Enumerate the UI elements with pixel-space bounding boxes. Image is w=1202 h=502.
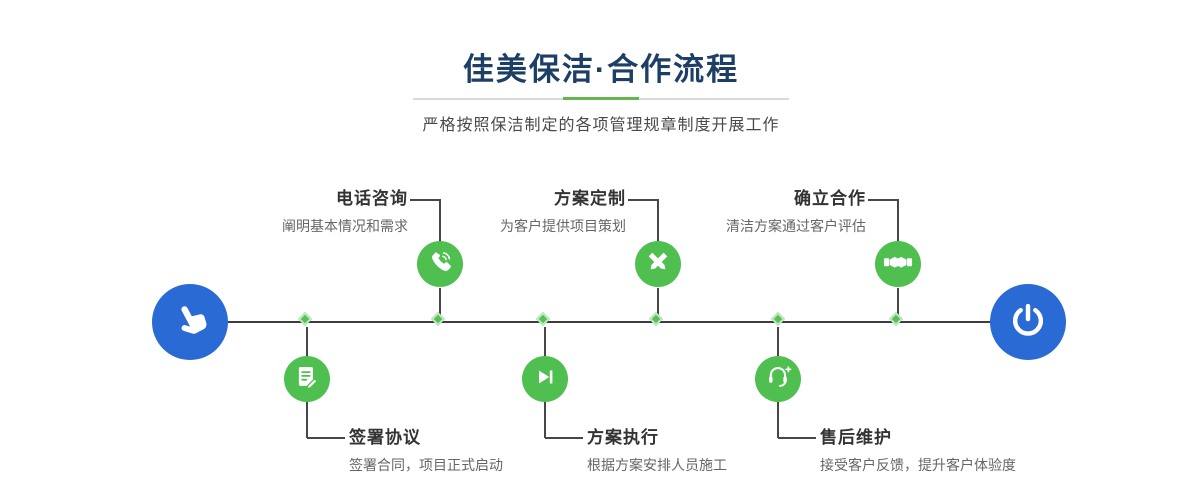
title-divider-accent — [563, 97, 639, 100]
timeline-node-diamond — [535, 311, 551, 327]
connector-line — [897, 199, 899, 242]
step-desc: 接受客户反馈，提升客户体验度 — [820, 457, 1016, 473]
step-label-sign-agreement: 签署协议 签署合同，项目正式启动 — [349, 428, 649, 474]
step-circle-sign-agreement — [284, 356, 330, 402]
connector-line — [306, 327, 308, 356]
timeline-end-circle — [990, 284, 1066, 360]
page-title: 佳美保洁·合作流程 — [462, 52, 740, 87]
connector-line — [778, 437, 816, 439]
timeline-line — [200, 321, 1020, 323]
step-circle-phone-consult — [417, 241, 463, 287]
connector-line — [544, 327, 546, 356]
step-label-plan-custom: 方案定制 为客户提供项目策划 — [366, 189, 626, 235]
connector-line — [307, 437, 345, 439]
step-circle-after-sales — [755, 356, 801, 402]
contract-sign-icon — [294, 364, 320, 395]
connector-line — [868, 199, 898, 201]
connector-line — [777, 402, 779, 438]
page-subtitle: 严格按照保洁制定的各项管理规章制度开展工作 — [422, 117, 780, 134]
step-title: 签署协议 — [349, 428, 421, 447]
step-desc: 根据方案安排人员施工 — [587, 457, 727, 473]
play-execute-icon — [533, 365, 557, 394]
step-desc: 清洁方案通过客户评估 — [726, 218, 866, 234]
step-circle-plan-execute — [522, 356, 568, 402]
step-circle-establish-coop — [875, 241, 921, 287]
timeline-node-diamond — [430, 311, 446, 327]
step-label-after-sales: 售后维护 接受客户反馈，提升客户体验度 — [820, 428, 1120, 474]
step-title: 方案定制 — [554, 189, 626, 208]
handshake-icon — [883, 250, 913, 279]
step-title: 确立合作 — [794, 189, 866, 208]
connector-line — [777, 327, 779, 356]
timeline-node-diamond — [888, 311, 904, 327]
step-circle-plan-custom — [635, 241, 681, 287]
design-pens-icon — [645, 249, 671, 280]
step-desc: 为客户提供项目策划 — [500, 218, 626, 234]
connector-line — [544, 402, 546, 438]
pointer-hand-icon — [169, 299, 211, 346]
timeline-node-diamond — [648, 311, 664, 327]
connector-line — [545, 437, 583, 439]
step-title: 售后维护 — [820, 428, 892, 447]
timeline-start-circle — [152, 284, 228, 360]
step-desc: 签署合同，项目正式启动 — [349, 457, 503, 473]
connector-line — [897, 288, 899, 316]
step-label-plan-execute: 方案执行 根据方案安排人员施工 — [587, 428, 887, 474]
connector-line — [628, 199, 658, 201]
step-label-establish-coop: 确立合作 清洁方案通过客户评估 — [606, 189, 866, 235]
connector-line — [410, 199, 440, 201]
step-desc: 阐明基本情况和需求 — [282, 218, 408, 234]
connector-line — [657, 199, 659, 242]
timeline-node-diamond — [297, 311, 313, 327]
step-title: 方案执行 — [587, 428, 659, 447]
connector-line — [306, 402, 308, 438]
connector-line — [657, 288, 659, 316]
step-title: 电话咨询 — [336, 189, 408, 208]
step-label-phone-consult: 电话咨询 阐明基本情况和需求 — [148, 189, 408, 235]
phone-icon — [427, 249, 453, 280]
timeline-node-diamond — [770, 311, 786, 327]
connector-line — [439, 199, 441, 242]
power-icon — [1009, 301, 1047, 344]
connector-line — [439, 288, 441, 316]
headset-service-icon — [765, 363, 792, 395]
